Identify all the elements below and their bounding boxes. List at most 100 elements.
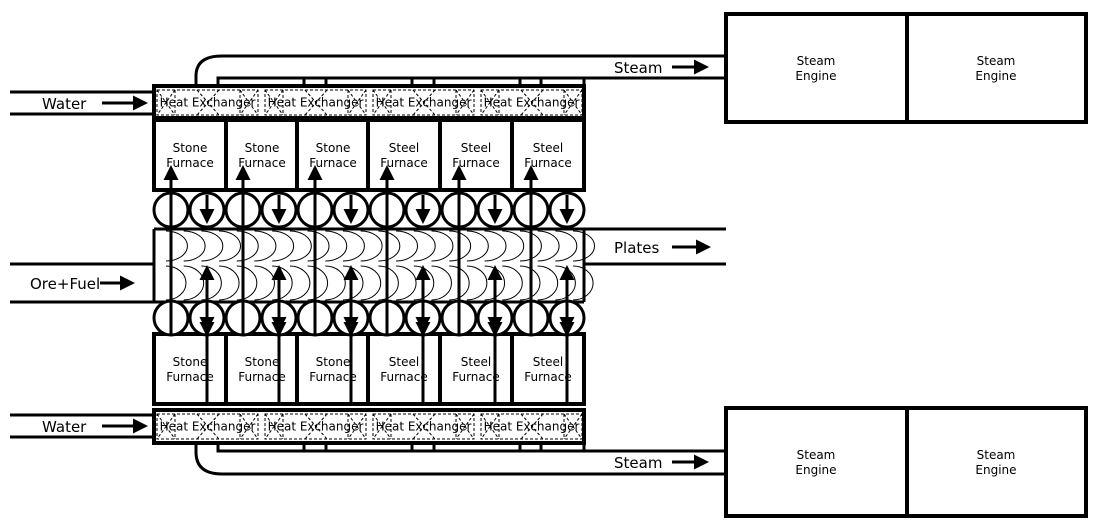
belt-arc [466,230,489,262]
heat-exchanger: Heat Exchanger [264,413,367,440]
furnace-word-label: Furnace [524,370,572,384]
steam-stub [216,76,306,86]
belt-arc [537,265,559,301]
steam-stub [324,444,414,453]
steam-engine-box [724,406,909,518]
heat-exchanger-label: Heat Exchanger [484,96,580,110]
water-top-label: Water [42,95,87,113]
steam-stub [324,76,414,86]
belt-arc [502,265,523,301]
heat-exchanger: Heat Exchanger [156,89,259,116]
steam-engine-box [724,12,909,124]
furnace-word-label: Furnace [380,370,428,384]
belt-arc [272,265,293,301]
furnace-type-label: Steel [533,141,563,155]
furnace-type-label: Stone [245,141,280,155]
belt-arc [555,265,576,301]
steam-engine-label: Steam [797,448,836,462]
heat-exchanger: Heat Exchanger [264,89,367,116]
furnace-word-label: Furnace [166,370,214,384]
furnace-type-label: Steel [461,355,491,369]
furnace-type-label: Stone [316,141,351,155]
heat-exchanger: Heat Exchanger [372,89,475,116]
steam-stub [216,444,306,453]
inserter [476,191,514,229]
furnace-word-label: Furnace [238,156,286,170]
belt-arc [519,265,541,301]
belt-arc [342,265,364,301]
furnace-word-label: Furnace [452,370,500,384]
belt-arc [396,265,417,301]
heat-exchanger-label: Heat Exchanger [268,96,364,110]
belt-arc [236,265,258,301]
belt-arc [201,265,222,301]
belt-lines [10,227,726,304]
water-pipe-bottom [10,413,154,439]
plates-label: Plates [614,239,660,257]
heat-exchanger-label: Heat Exchanger [160,96,256,110]
belt-arc [165,265,187,301]
furnace-word-label: Furnace [380,156,428,170]
feed-arrows [163,165,575,404]
belt-arc [573,265,594,301]
steam-stub [432,444,522,453]
belt-arc [325,265,346,301]
belt-arc [219,230,242,262]
belt-arc [431,265,452,301]
belt-arc [219,265,240,301]
belt-arc [519,230,542,262]
inserter [260,191,298,229]
steam-engine-label: Engine [795,463,836,477]
belt-arc [484,230,507,262]
inserters-top [152,191,586,229]
inserter [188,191,226,229]
belt-arc [307,265,329,301]
steam-engine-box [905,406,1088,518]
belt-arc [236,230,259,262]
belt-arc [396,230,419,262]
belt-arc [413,230,436,262]
steam-bottom-label: Steam [614,454,662,472]
ore-fuel-label: Ore+Fuel [30,275,100,293]
belt-arc [289,230,312,262]
belt-arc [537,230,560,262]
steam-top-label: Steam [614,59,662,77]
belt-arc [183,265,205,301]
furnace-type-label: Steel [389,141,419,155]
furnace-word-label: Furnace [166,156,214,170]
heat-exchanger: Heat Exchanger [372,413,475,440]
inserter [332,191,370,229]
heat-exchanger-label: Heat Exchanger [376,420,472,434]
steam-engine-label: Steam [977,54,1016,68]
belt-arc [183,230,206,262]
furnace-type-label: Stone [245,355,280,369]
heat-exchanger-label: Heat Exchanger [376,96,472,110]
belt-arc [555,230,578,262]
inserter [404,191,442,229]
steam-connector-stubs [216,76,586,453]
belt-arc [360,230,383,262]
furnace-type-label: Stone [173,141,208,155]
heat-exchangers-top: Heat Exchanger Heat Exchanger Heat Exchang… [156,89,583,116]
furnace-word-label: Furnace [524,156,572,170]
belt-arc [502,230,525,262]
furnace-word-label: Furnace [238,370,286,384]
belt-arc [272,230,295,262]
heat-exchanger: Heat Exchanger [480,89,583,116]
furnace-word-label: Furnace [309,370,357,384]
belt-arc [449,265,470,301]
steam-engines-bottom [724,406,1088,518]
steam-engine-box [905,12,1088,124]
furnace-word-label: Furnace [309,156,357,170]
belt-arc [360,265,382,301]
